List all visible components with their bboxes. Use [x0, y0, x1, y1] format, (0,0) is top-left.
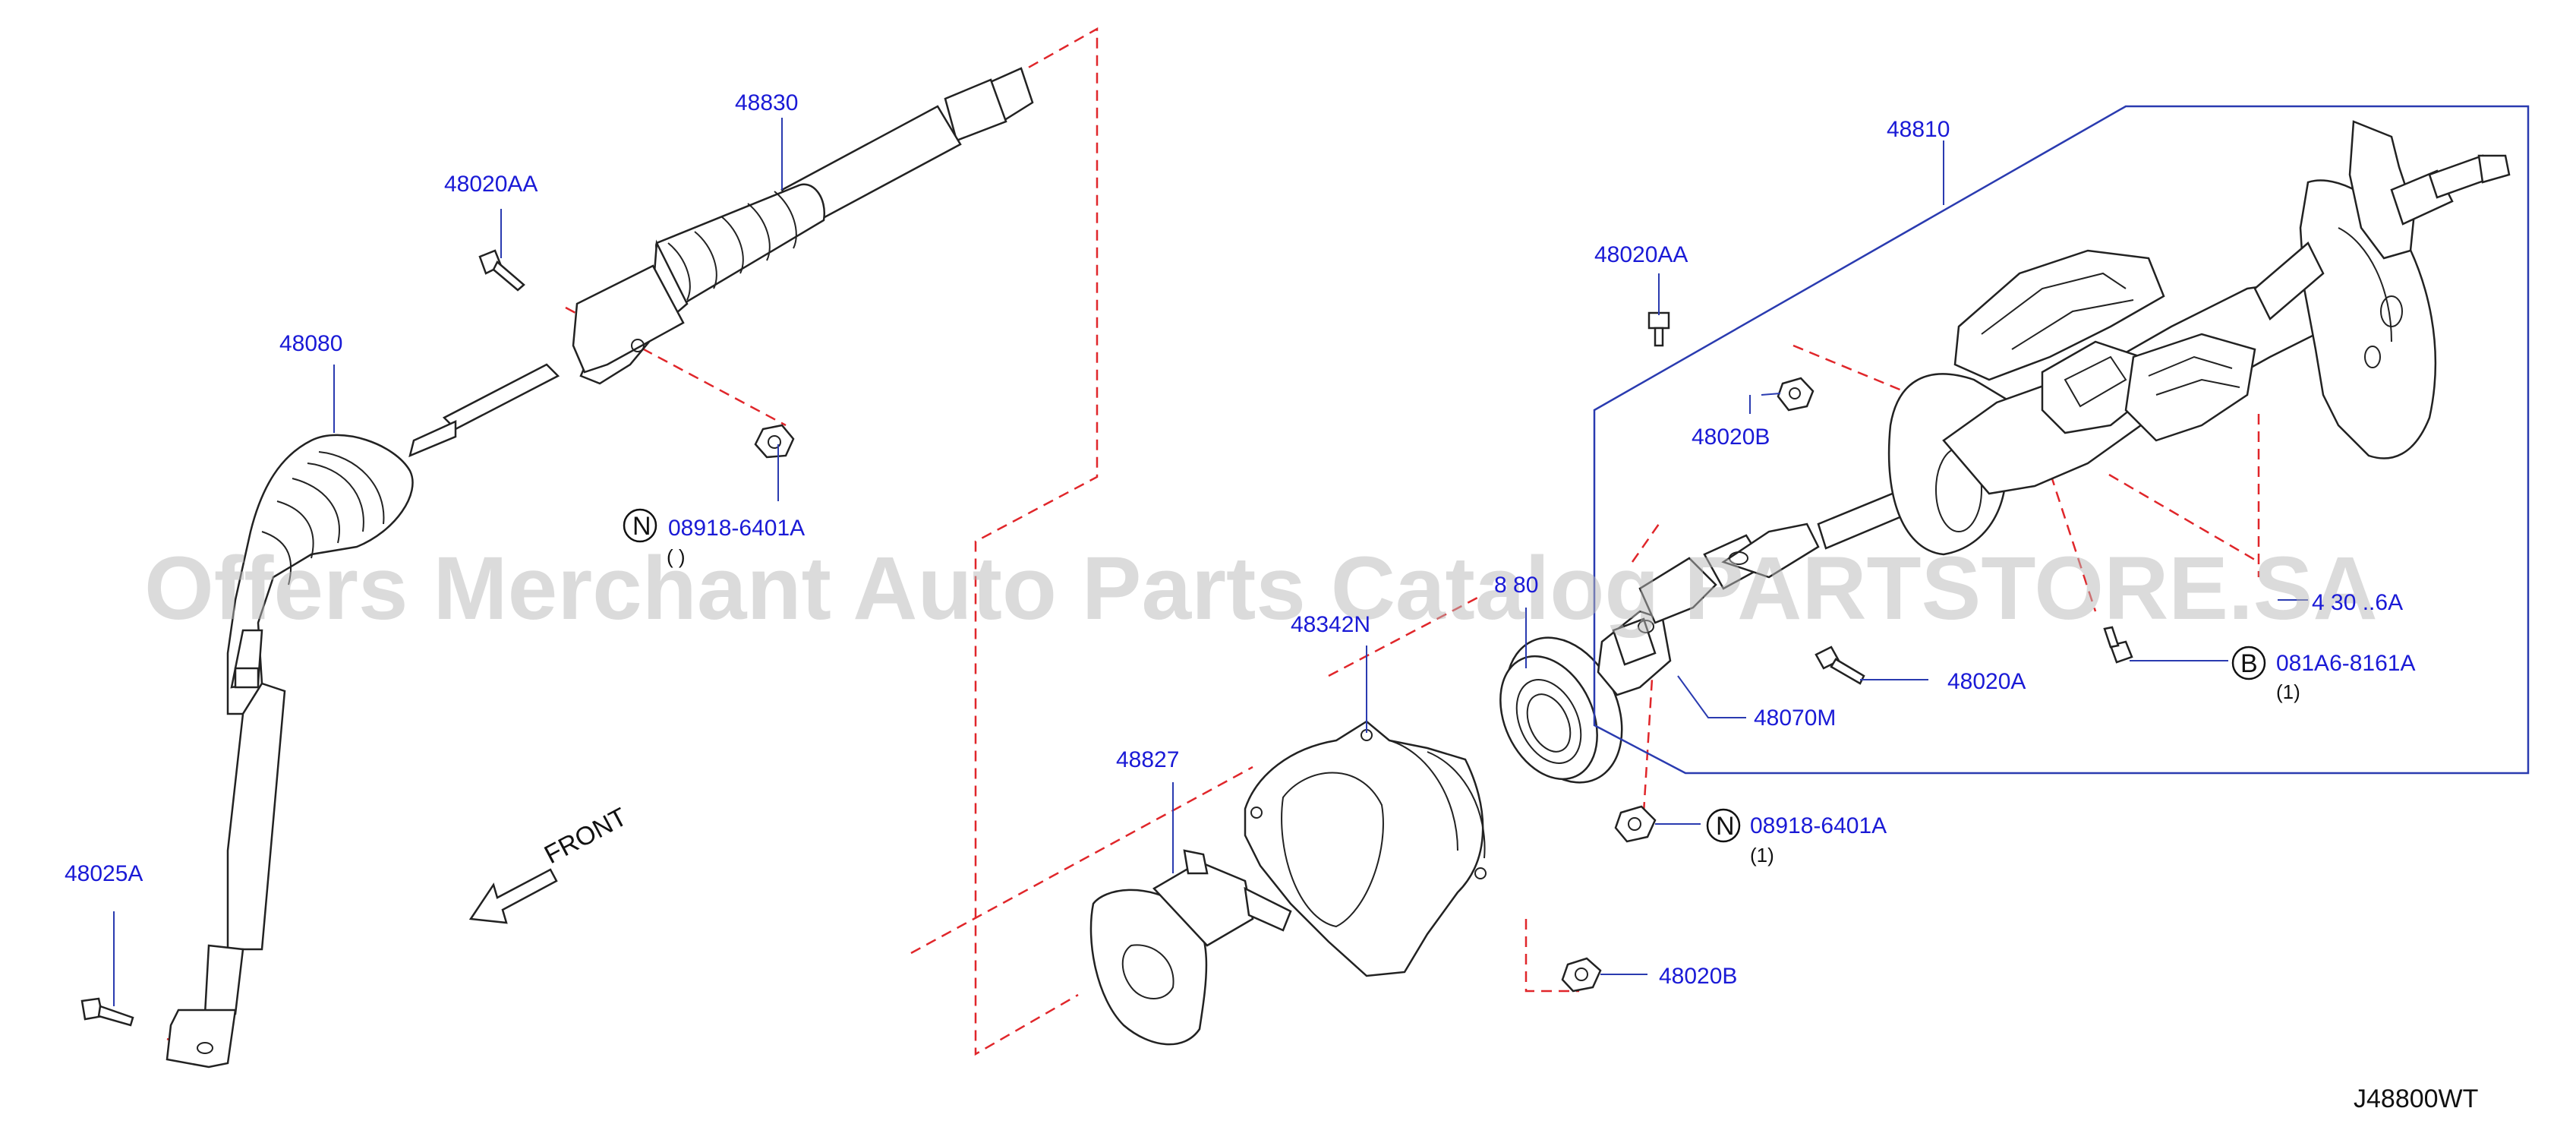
symbol-b-text: B — [2240, 649, 2258, 678]
symbol-n-left-text: N — [632, 512, 651, 541]
symbol-n-right — [1706, 808, 1741, 843]
bolt-48020A — [1815, 646, 1865, 685]
front-label: FRONT — [540, 803, 632, 870]
bolt-081A6 — [2103, 626, 2133, 664]
intermediate-shaft-48830 — [572, 67, 1034, 385]
label-081A6-8161A: 081A6-8161A — [2276, 651, 2416, 676]
symbol-n-left — [623, 508, 657, 543]
label-48020A: 48020A — [1947, 669, 2026, 694]
label-08918-6401A-left: 08918-6401A — [668, 516, 805, 541]
part-labels: 48830 48020AA 48080 N 08918-6401A ( ) 48… — [65, 90, 2416, 989]
label-48020AA-right: 48020AA — [1594, 242, 1688, 267]
label-48810: 48810 — [1887, 117, 1950, 142]
label-48-80: 8 80 — [1494, 573, 1538, 598]
label-48020B-top: 48020B — [1692, 425, 1770, 450]
boot-48342N — [1244, 720, 1487, 977]
qty-08918-left: ( ) — [667, 545, 686, 568]
nut-48020B-top — [1777, 377, 1815, 412]
symbol-b — [2231, 646, 2266, 680]
watermark: Offers Merchant Auto Parts Catalog PARTS… — [144, 538, 2378, 639]
label-48025A: 48025A — [65, 861, 143, 886]
label-48827: 48827 — [1116, 747, 1179, 772]
bolt-48020AA-left — [478, 249, 525, 292]
leader-lines — [113, 118, 2308, 1006]
steering-column-48810 — [1887, 120, 2511, 556]
label-48342N: 48342N — [1291, 612, 1370, 637]
cover-48827 — [1089, 849, 1292, 1046]
bolt-48025A — [80, 997, 134, 1027]
label-48830: 48830 — [735, 90, 798, 115]
front-arrow: FRONT — [468, 803, 632, 924]
label-partial: 4 30 ..6A — [2312, 590, 2403, 615]
label-48080: 48080 — [279, 331, 342, 356]
bolt-48020AA-right — [1647, 311, 1670, 347]
nut-48020B-bottom — [1561, 957, 1602, 993]
diagram-code: J48800WT — [2354, 1084, 2478, 1113]
label-48070M: 48070M — [1754, 706, 1836, 731]
label-08918-6401A-right: 08918-6401A — [1750, 813, 1887, 838]
label-48020B-bottom: 48020B — [1659, 964, 1737, 989]
seal-48080b — [1499, 636, 1623, 784]
nut-08918-left — [754, 424, 795, 459]
qty-081A6: (1) — [2276, 680, 2300, 703]
nut-08918-right — [1614, 805, 1657, 843]
qty-08918-right: (1) — [1750, 844, 1774, 867]
symbol-n-right-text: N — [1716, 812, 1735, 841]
lower-shaft-48080 — [166, 363, 560, 1069]
label-48020AA-left: 48020AA — [444, 172, 538, 197]
column-assembly-box — [1593, 105, 2530, 775]
